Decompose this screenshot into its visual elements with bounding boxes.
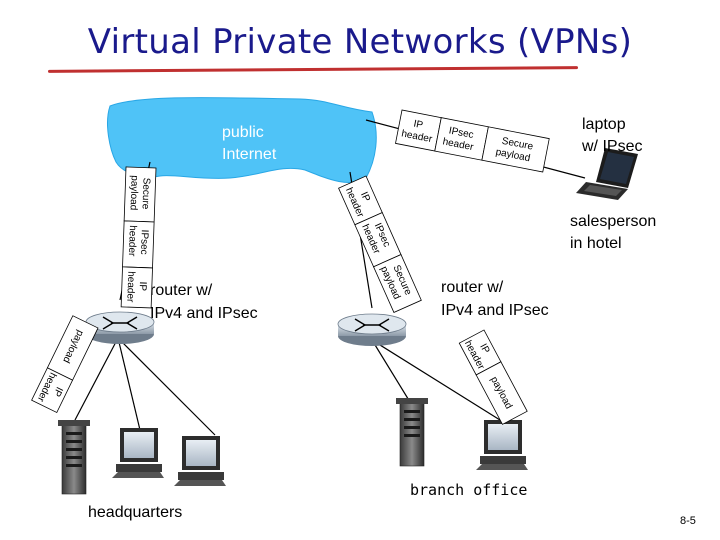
packet-mid: IP header IPsec header Secure payload [338, 175, 422, 313]
router-branch-label-line2: IPv4 and IPsec [441, 302, 549, 319]
router-hq-label-line1: router w/ [150, 282, 213, 299]
hq-server-icon [58, 420, 90, 495]
laptop-label-line1: laptop [582, 116, 626, 133]
slide-number: 8-5 [680, 515, 696, 527]
link-branch-router-lan-2 [371, 339, 501, 421]
packet-left-ip-line1: IP [137, 281, 148, 291]
packet-top-ip-line1: IP [412, 119, 424, 132]
link-hq-router-lan [74, 337, 119, 421]
link-branch-router-lan [371, 339, 411, 403]
packet-left-ipsec-line1: IPsec [138, 229, 150, 254]
packet-left: Secure payload IPsec header IP header [120, 166, 157, 309]
packet-branch-lan: IP header payload [458, 329, 528, 425]
packet-hq-lan: payload IP header [31, 315, 99, 414]
link-hq-router-lan-2 [117, 337, 141, 431]
router-hq-label-line2: IPv4 and IPsec [150, 305, 258, 322]
packet-top-ipsec-line1: IPsec [448, 125, 475, 141]
router-branch-label-line1: router w/ [441, 279, 504, 296]
cloud-label-line1: public [222, 124, 264, 141]
packet-top: IP header IPsec header Secure payload [395, 109, 550, 173]
laptop-label-line2: w/ IPsec [581, 138, 642, 155]
branch-workstation-icon [476, 420, 528, 470]
headquarters-label: headquarters [88, 504, 182, 521]
router-branch-icon [337, 313, 407, 346]
packet-left-payload-line1: Secure [140, 177, 152, 209]
packet-mid-ip-line1: IP [358, 190, 372, 203]
hq-workstation-1-icon [112, 428, 164, 478]
router-hq-icon [85, 311, 155, 344]
cloud-label-line2: Internet [222, 146, 277, 163]
packet-left-payload-line2: payload [128, 175, 140, 210]
slide-title: Virtual Private Networks (VPNs) [87, 22, 633, 62]
laptop-icon [576, 148, 638, 200]
salesperson-label-line2: in hotel [570, 235, 622, 252]
hq-workstation-2-icon [174, 436, 226, 486]
packet-left-ipsec-line2: header [126, 225, 138, 257]
branch-server-icon [396, 398, 428, 467]
branch-office-label: branch office [410, 481, 527, 499]
link-hq-router-lan-3 [117, 337, 216, 436]
salesperson-label-line1: salesperson [570, 213, 656, 230]
packet-left-ip-line2: header [124, 271, 136, 303]
